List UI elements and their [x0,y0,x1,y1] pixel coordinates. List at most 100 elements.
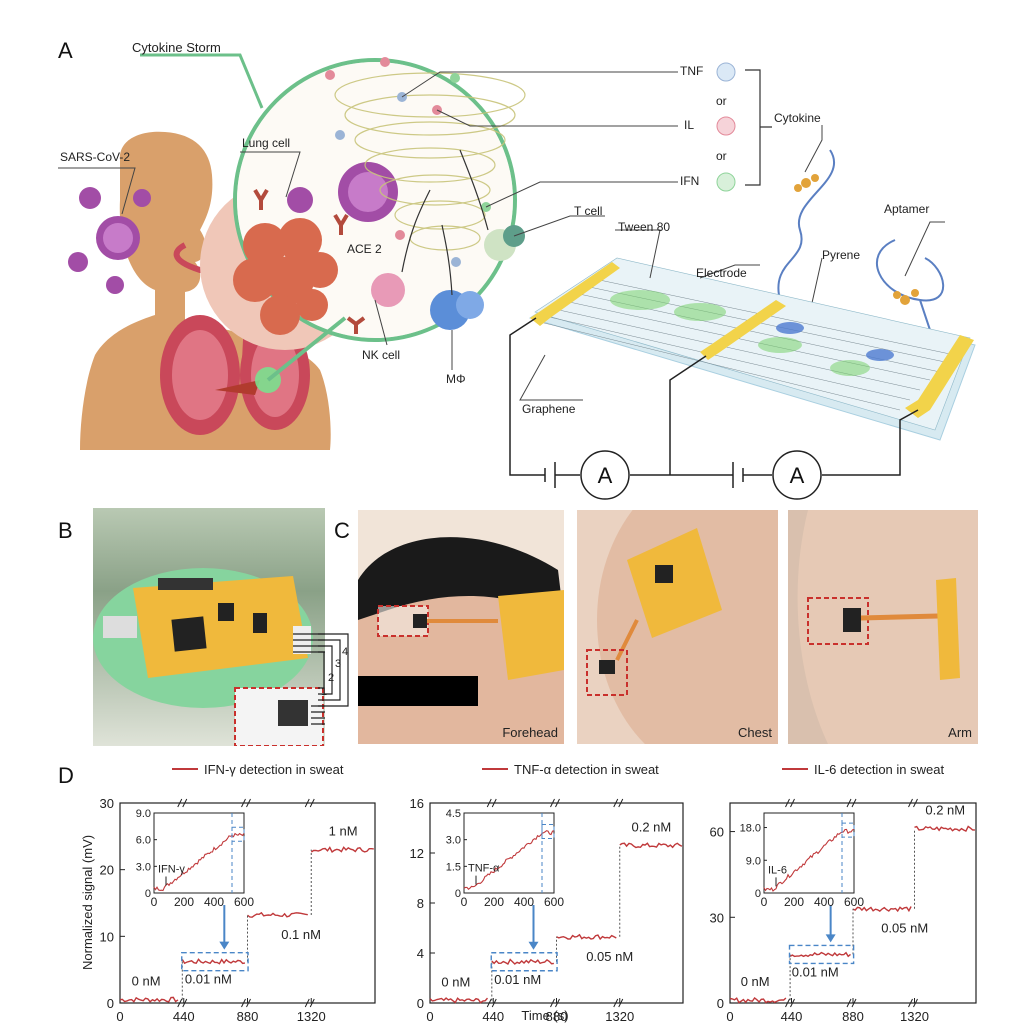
aptamer-strand [876,239,945,331]
or-label-2: or [716,149,727,163]
y-tick-label: 0 [717,996,724,1011]
step-label: 0.1 nM [281,927,321,942]
series-segment [914,825,975,833]
caption-forehead: Forehead [502,725,558,740]
ace2-label: ACE 2 [347,242,382,256]
x-axis-label: Time (s) [521,1008,568,1023]
inset-y-tick-label: 4.5 [446,808,461,820]
y-tick-label: 30 [710,910,724,925]
inset-frame [763,812,855,894]
chest-drawing [577,510,778,744]
step-label: 0.01 nM [494,972,541,987]
x-tick-label: 0 [726,1009,733,1024]
pin-label-2: 2 [328,672,335,684]
nk-cell [371,273,405,307]
t-cell-label: T cell [574,204,603,218]
forehead-board [498,590,564,680]
inset-y-tick-label: 0 [455,888,461,900]
panel-d-charts: Normalized signal (mV) Time (s) IFN-γ de… [80,762,977,1024]
or-label-1: or [716,94,727,108]
series-segment [852,906,912,913]
step-label: 0 nM [441,975,470,990]
pin-label-4: 4 [342,646,349,658]
series-segment [491,958,554,965]
sars-cov-2-label: SARS-CoV-2 [60,150,131,164]
mphi-label: MΦ [446,372,466,386]
inset-x-tick-label: 0 [761,895,768,909]
x-tick-label: 0 [426,1009,433,1024]
inset-y-tick-label: 0 [145,888,151,900]
inset-series [763,828,855,892]
axis-break [241,998,251,1008]
ammeter-1-label: A [598,463,613,488]
inset-x-tick-label: 200 [484,895,504,909]
zoom-arrowhead [825,934,836,943]
caption-arm: Arm [948,725,972,740]
inset-frame [463,812,555,894]
y-tick-label: 4 [417,946,424,961]
inset-zoom-box [541,824,555,840]
step-label: 0 nM [132,974,161,989]
series-segment [181,958,246,965]
inset-y-tick-label: 1.5 [446,861,461,873]
axis-break [304,998,315,1008]
inset-y-tick-label: 6.0 [136,835,151,847]
inset-annotation: IFN-γ [158,864,185,876]
inset-frame [153,812,245,894]
inset-annotation: TNF-α [468,863,500,875]
y-tick-label: 0 [107,996,114,1011]
inset-x-tick-label: 200 [784,895,804,909]
x-tick-label: 880 [546,1009,568,1024]
inset-x-tick-label: 200 [174,895,194,909]
il-marker [716,116,736,136]
axis-break [613,998,624,1008]
step-label: 0.2 nM [632,820,672,835]
series-segment [789,951,851,958]
series-segment [247,911,308,918]
series-segment [310,846,374,854]
forehead-drawing [358,510,564,744]
step-label: 0.01 nM [185,972,232,987]
aptamer-label: Aptamer [884,202,930,216]
x-tick-label: 440 [781,1009,803,1024]
axis-break [550,798,560,808]
chest-board [627,528,722,638]
pyrene-label: Pyrene [822,248,861,262]
axis-break [241,798,251,808]
inset-series [463,830,555,890]
x-tick-label: 1320 [605,1009,634,1024]
tnf-label: TNF [680,64,704,78]
step-label: 0.05 nM [586,949,633,964]
axis-break [177,998,188,1008]
axis-break [177,798,188,808]
axis-break [908,798,918,808]
inset-y-tick-label: 3.0 [446,835,461,847]
panel-letter-c: C [334,518,350,543]
panel-a-illustration: A A [58,53,976,500]
axis-break [550,998,560,1008]
pin-label-3: 3 [335,658,342,670]
y-tick-label: 12 [410,846,424,861]
axis-break [785,798,795,808]
x-tick-label: 440 [482,1009,504,1024]
ace2-receptors [253,188,366,334]
zoom-arrowhead [219,941,230,950]
ifn-marker [716,172,736,192]
inset-x-tick-label: 0 [151,895,158,909]
panel-letter-a: A [58,38,73,63]
y-tick-label: 30 [100,796,114,811]
arm-drawing [788,510,978,744]
zoom-arrowhead [528,941,539,950]
electrode-right [905,335,974,418]
electrode-label: Electrode [696,266,747,280]
axis-break [486,998,497,1008]
step-label: 0.05 nM [881,921,928,936]
panel-letter-b: B [58,518,73,543]
y-tick-label: 10 [100,929,114,944]
series-segment [119,996,179,1003]
legend-label: IL-6 detection in sweat [814,762,944,777]
ammeter-1 [580,450,630,500]
